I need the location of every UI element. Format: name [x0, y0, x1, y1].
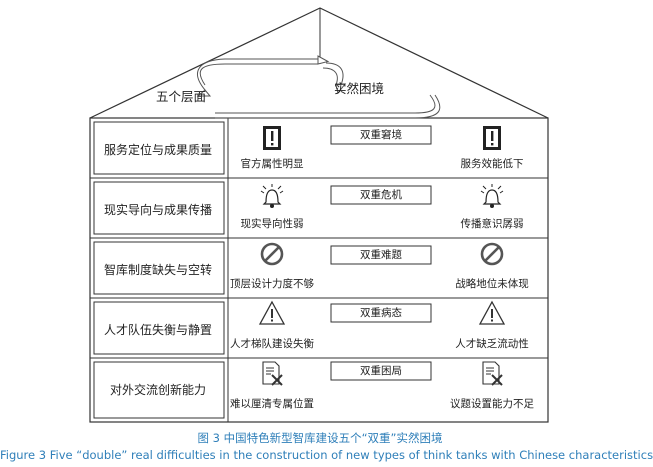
difficulty-right: 战略地位未体现 — [455, 278, 529, 290]
figure-caption-cn: 图 3 中国特色新型智库建设五个“双重”实然困境 — [197, 431, 443, 445]
row-label: 服务定位与成果质量 — [103, 143, 212, 157]
middle-label: 双重困局 — [360, 365, 402, 377]
row-label: 对外交流创新能力 — [109, 383, 206, 397]
row-label: 现实导向与成果传播 — [103, 203, 212, 217]
difficulty-right: 传播意识孱弱 — [460, 218, 524, 230]
warning-icon — [258, 300, 286, 328]
middle-label: 双重难题 — [360, 249, 402, 261]
difficulty-right: 服务效能低下 — [460, 158, 524, 170]
prohibited-icon — [259, 241, 285, 269]
difficulty-left: 现实导向性弱 — [240, 218, 304, 230]
row-separators — [90, 177, 548, 359]
row-label: 智库制度缺失与空转 — [103, 263, 212, 277]
roof-right-label: 实然困境 — [334, 81, 385, 96]
bell-icon — [478, 182, 504, 210]
middle-label: 双重危机 — [360, 189, 402, 201]
middle-label-boxes — [330, 125, 432, 381]
bell-icon — [258, 182, 284, 210]
document-x-icon — [259, 360, 285, 388]
middle-label: 双重病态 — [360, 307, 402, 319]
alert-icon — [479, 124, 505, 152]
difficulty-left: 难以厘清专属位置 — [230, 398, 314, 410]
row-label: 人才队伍失衡与静置 — [103, 323, 212, 337]
prohibited-icon — [479, 241, 505, 269]
difficulty-left: 顶层设计力度不够 — [230, 278, 314, 290]
figure-caption-en: Figure 3 Five “double” real difficulties… — [0, 448, 653, 462]
alert-icon — [259, 124, 285, 152]
difficulty-right: 人才缺乏流动性 — [455, 338, 529, 350]
difficulty-left: 官方属性明显 — [240, 158, 304, 170]
middle-label: 双重窘境 — [360, 129, 402, 141]
difficulty-right: 议题设置能力不足 — [450, 398, 534, 410]
difficulty-left: 人才梯队建设失衡 — [230, 338, 314, 350]
warning-icon — [478, 300, 506, 328]
roof-left-label: 五个层面 — [156, 89, 207, 104]
cycle-arrows — [196, 55, 441, 119]
document-x-icon — [479, 360, 505, 388]
left-label-boxes — [93, 121, 225, 419]
